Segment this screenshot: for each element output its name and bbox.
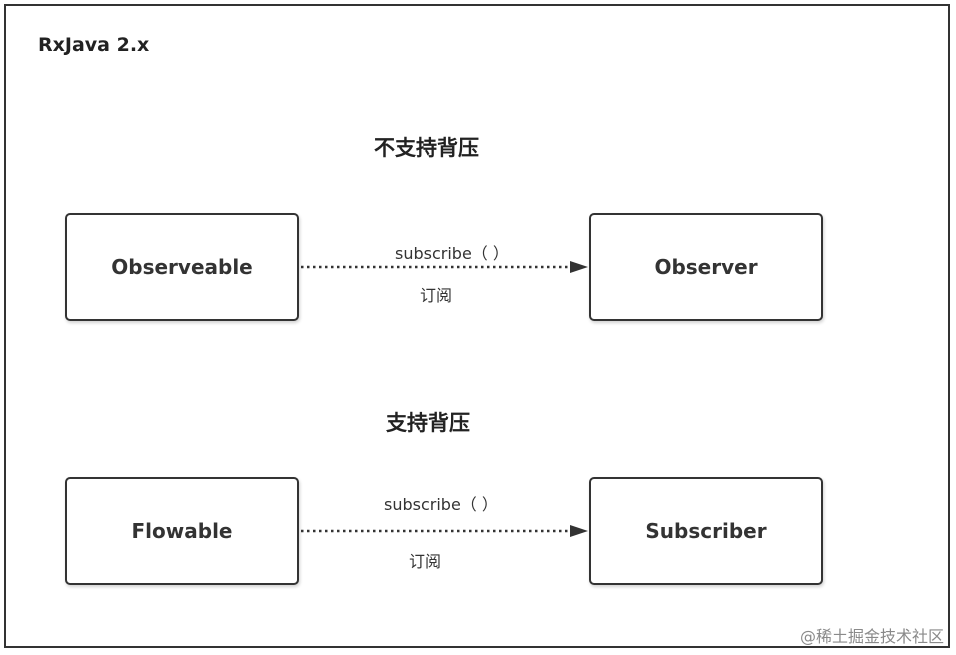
arrow-observeable-to-observer — [301, 261, 588, 273]
observer-node: Observer — [589, 213, 823, 321]
section-heading-backpressure: 支持背压 — [386, 411, 470, 435]
edge-label-subscribe-1: subscribe（ ） — [395, 244, 509, 263]
arrowhead-1 — [570, 261, 588, 273]
diagram-title: RxJava 2.x — [38, 34, 150, 56]
edge-sublabel-subscribe-2: 订阅 — [409, 552, 442, 571]
subscriber-node: Subscriber — [589, 477, 823, 585]
section-heading-no-backpressure: 不支持背压 — [374, 136, 479, 160]
observeable-node: Observeable — [65, 213, 299, 321]
arrow-flowable-to-subscriber — [301, 525, 588, 537]
arrowhead-2 — [570, 525, 588, 537]
diagram-frame — [4, 4, 950, 648]
watermark: @稀土掘金技术社区 — [799, 627, 944, 646]
edge-sublabel-subscribe-1: 订阅 — [420, 286, 453, 305]
edge-label-subscribe-2: subscribe（ ） — [384, 495, 498, 514]
flowable-node: Flowable — [65, 477, 299, 585]
